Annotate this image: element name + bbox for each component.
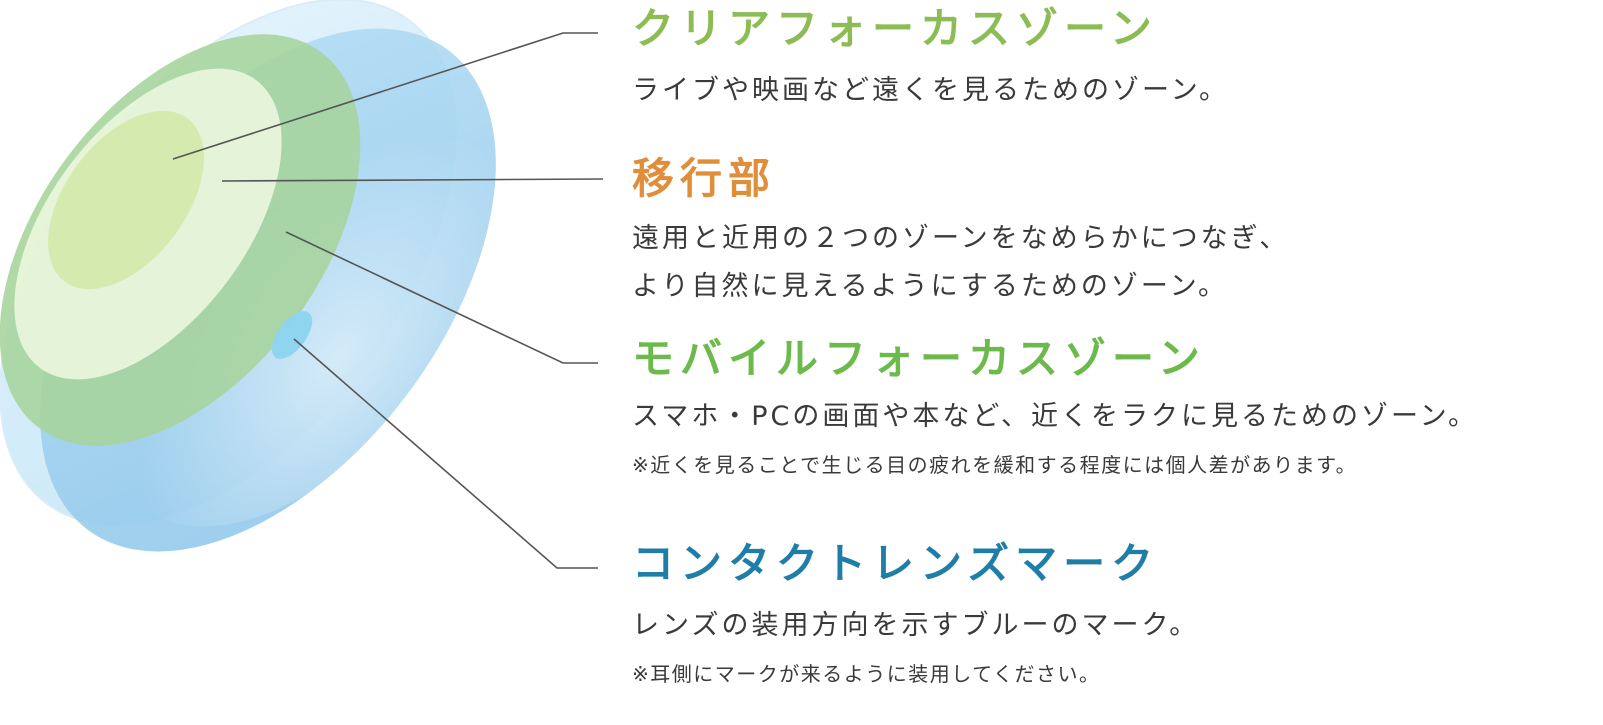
transition-zone-description-line2: より自然に見えるようにするためのゾーン。 xyxy=(632,271,1228,302)
mobile-focus-zone-description: スマホ・PCの画面や本など、近くをラクに見るためのゾーン。 xyxy=(632,401,1479,432)
leader-line-transition xyxy=(221,178,604,182)
leader-line-contact-mark xyxy=(293,338,598,569)
leader-line-clear-focus xyxy=(172,32,598,160)
transition-zone-title: 移行部 xyxy=(632,154,777,203)
contact-mark-note: ※耳側にマークが来るように装用してください。 xyxy=(632,662,1101,686)
contact-lens-mark xyxy=(271,311,313,359)
contact-mark-description: レンズの装用方向を示すブルーのマーク。 xyxy=(632,610,1200,641)
mobile-focus-zone-title: モバイルフォーカスゾーン xyxy=(632,334,1206,383)
transition-zone-description-line1: 遠用と近用の２つのゾーンをなめらかにつなぎ、 xyxy=(632,223,1290,254)
clear-focus-zone xyxy=(48,110,204,290)
leader-line-mobile-focus xyxy=(285,231,598,364)
clear-focus-zone-description: ライブや映画など遠くを見るためのゾーン。 xyxy=(632,75,1230,106)
mobile-focus-zone-note: ※近くを見ることで生じる目の疲れを緩和する程度には個人差があります。 xyxy=(632,453,1358,477)
contact-mark-title: コンタクトレンズマーク xyxy=(632,539,1160,588)
clear-focus-zone-title: クリアフォーカスゾーン xyxy=(632,4,1158,53)
